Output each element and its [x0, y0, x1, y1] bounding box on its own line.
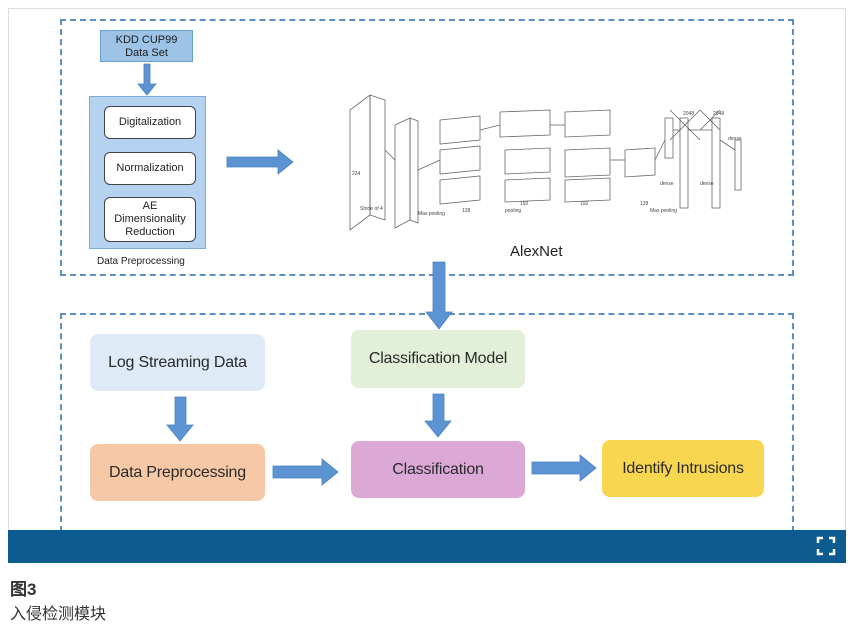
figure-number: 图3 [10, 580, 37, 599]
normalization-step: Normalization [104, 152, 196, 185]
ae-reduction-step: AE Dimensionality Reduction [104, 197, 196, 242]
digitalization-step: Digitalization [104, 106, 196, 139]
ae-line1: AE [142, 200, 158, 212]
dataset-line1: KDD CUP99 [115, 34, 178, 46]
figure-caption: 入侵检测模块 [10, 606, 107, 623]
dataset-line2: Data Set [125, 47, 168, 59]
preprocessing-caption: Data Preprocessing [97, 256, 185, 267]
figure-toolbar [8, 530, 846, 563]
ae-line2: Dimensionality [114, 213, 186, 225]
classification-box: Classification [351, 441, 525, 498]
classification-model-box: Classification Model [351, 330, 525, 388]
data-preprocessing-box: Data Preprocessing [90, 444, 265, 501]
expand-icon[interactable] [816, 536, 836, 556]
identify-intrusions-box: Identify Intrusions [602, 440, 764, 497]
log-streaming-box: Log Streaming Data [90, 334, 265, 391]
ae-line3: Reduction [125, 226, 175, 238]
alexnet-label: AlexNet [510, 243, 563, 260]
dataset-box: KDD CUP99 Data Set [100, 30, 193, 62]
